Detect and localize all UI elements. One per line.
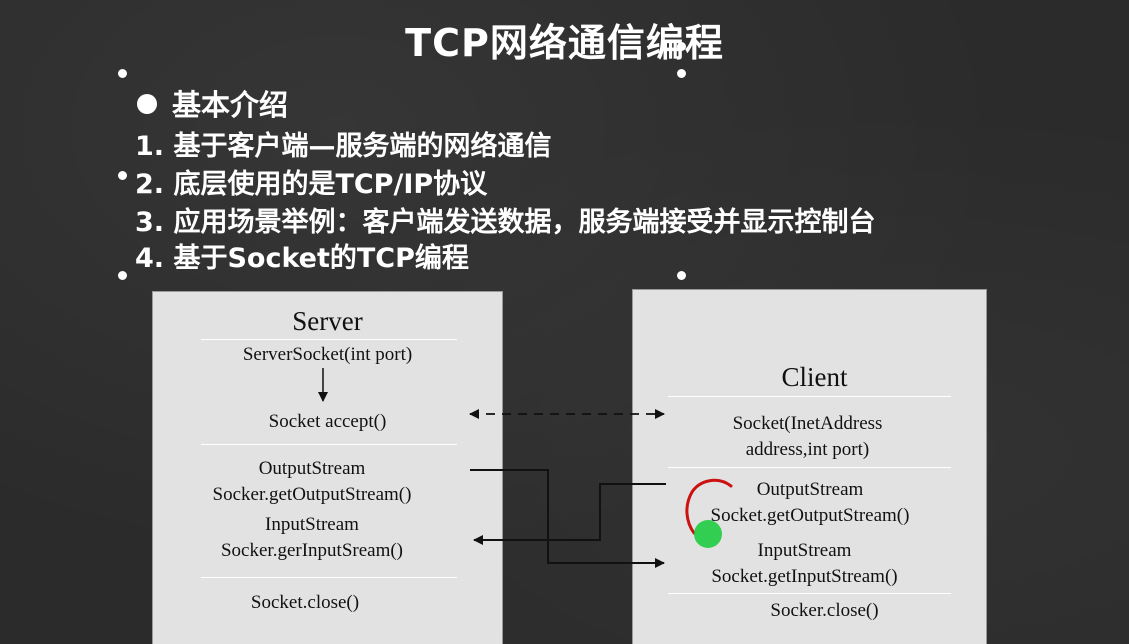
server-divider-2 [201,444,457,445]
bullet-dot [137,94,157,114]
selection-handle-top-middle[interactable] [677,69,686,78]
point-1: 1. 基于客户端—服务端的网络通信 [135,131,552,162]
red-annotation-stroke [685,478,733,535]
server-output-to-client-input-arrow [470,469,665,568]
client-socket-line-2: address,int port) [745,439,870,460]
server-get-input-stream: Socker.gerInputSream() [220,540,404,561]
selection-handle-top-center[interactable] [677,42,686,51]
selection-handle-top-left[interactable] [118,69,127,78]
server-socket-constructor: ServerSocket(int port) [242,344,413,365]
slide-title: TCP网络通信编程 [405,21,724,65]
client-divider-2 [668,467,951,468]
pointer-highlight [694,520,722,548]
server-close: Socket.close() [250,592,360,613]
client-close: Socker.close() [770,600,879,621]
server-divider-1 [201,339,457,340]
point-4: 4. 基于Socket的TCP编程 [135,243,469,274]
point-3: 3. 应用场景举例：客户端发送数据，服务端接受并显示控制台 [135,207,876,238]
server-get-output-stream: Socker.getOutputStream() [212,484,412,505]
server-divider-3 [201,577,457,578]
client-divider-3 [668,593,951,594]
server-title: Server [292,306,363,336]
server-accept: Socket accept() [268,411,387,432]
server-input-stream: InputStream [265,514,359,535]
client-output-to-server-input-arrow [473,483,666,545]
client-box: Client Socket(InetAddress address,int po… [633,290,986,644]
client-get-input-stream: Socket.getInputStream() [711,566,898,587]
client-title: Client [781,362,848,392]
client-socket-line-1: Socket(InetAddress [732,413,883,434]
client-divider-1 [668,396,951,397]
client-get-output-stream: Socket.getOutputStream() [710,505,910,526]
section-heading: 基本介绍 [172,88,289,122]
selection-handle-bottom-left[interactable] [118,271,127,280]
selection-handle-middle-left[interactable] [118,171,127,180]
server-output-stream: OutputStream [258,458,366,479]
server-box: Server ServerSocket(int port) Socket acc… [153,292,502,644]
client-output-stream: OutputStream [756,479,864,500]
selection-handle-bottom-middle[interactable] [677,271,686,280]
client-input-stream: InputStream [757,540,852,561]
point-2: 2. 底层使用的是TCP/IP协议 [135,169,488,200]
